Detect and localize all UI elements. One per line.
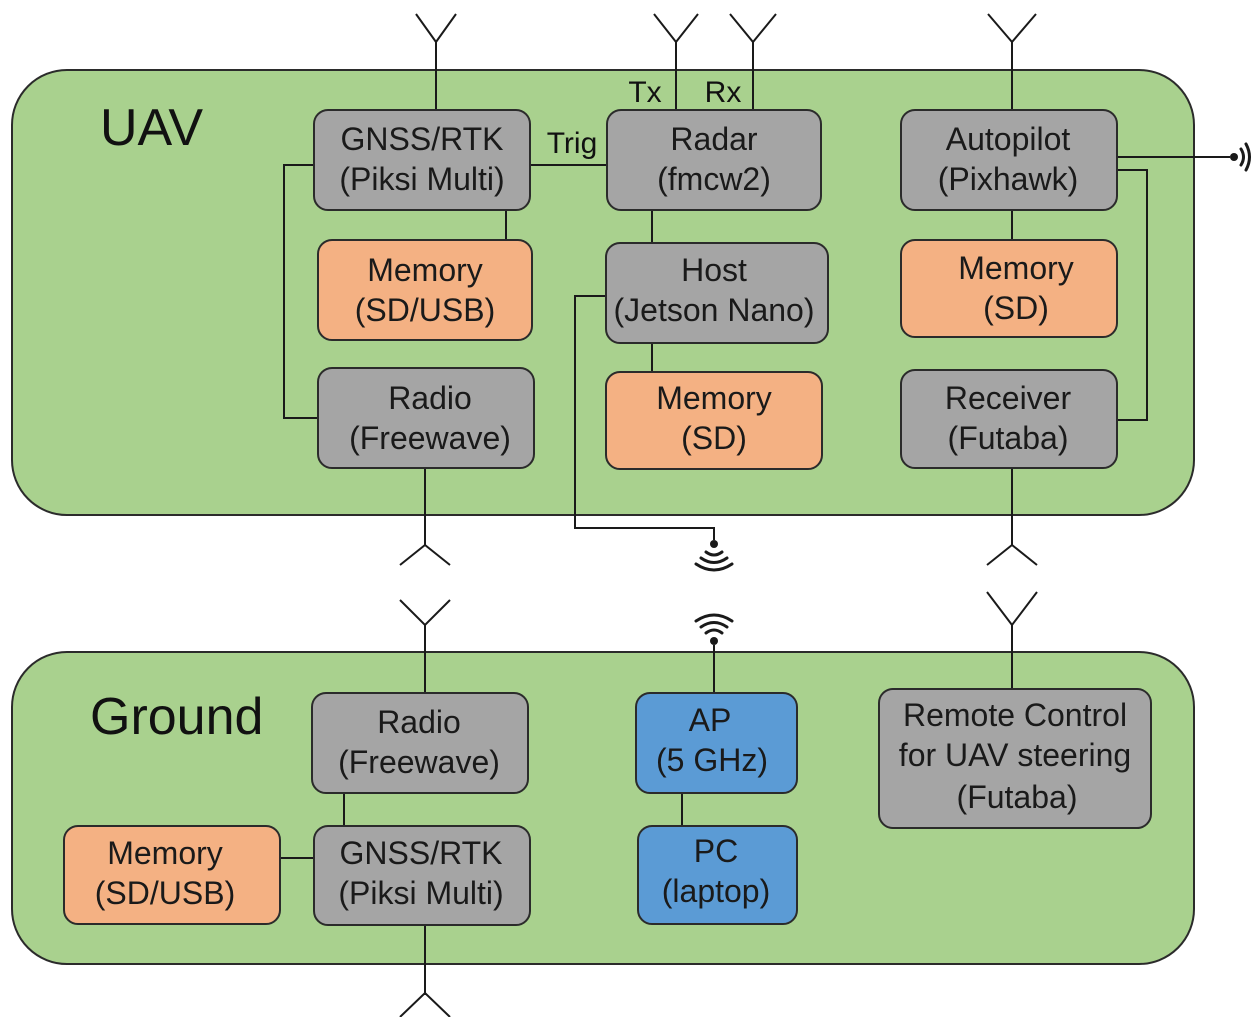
uav-gnss-box: GNSS/RTK (Piksi Multi) xyxy=(313,109,531,211)
wifi-down-icon xyxy=(694,540,734,572)
wifi-up-icon xyxy=(694,613,734,645)
tx-label: Tx xyxy=(628,76,661,109)
ground-ap-line2: (5 GHz) xyxy=(656,742,768,778)
ground-radio-box: Radio (Freewave) xyxy=(311,692,529,794)
uav-radio-line1: Radio xyxy=(388,380,472,416)
uav-radio-box: Radio (Freewave) xyxy=(317,367,535,469)
uav-gnss-memory-box: Memory (SD/USB) xyxy=(317,239,533,341)
uav-connections xyxy=(283,42,1230,545)
ground-gnss-line1: GNSS/RTK xyxy=(340,835,503,871)
uav-autopilot-memory-box: Memory (SD) xyxy=(900,239,1118,338)
uav-radio-line2: (Freewave) xyxy=(349,420,511,456)
uav-host-memory-line1: Memory xyxy=(656,380,772,416)
ground-gnss-box: GNSS/RTK (Piksi Multi) xyxy=(313,825,531,926)
ground-memory-line1: Memory xyxy=(107,835,223,871)
ground-connections xyxy=(280,625,1013,995)
uav-autopilot-box: Autopilot (Pixhawk) xyxy=(900,109,1118,211)
ground-radio-line2: (Freewave) xyxy=(338,744,500,780)
ground-remote-control-box: Remote Control for UAV steering (Futaba) xyxy=(878,688,1152,829)
ground-remote-line1: Remote Control xyxy=(903,697,1127,733)
uav-title: UAV xyxy=(100,99,203,157)
uav-host-memory-line2: (SD) xyxy=(681,420,747,456)
ground-remote-line3: (Futaba) xyxy=(957,779,1078,815)
uav-autopilot-line1: Autopilot xyxy=(946,121,1071,157)
ground-gnss-line2: (Piksi Multi) xyxy=(338,875,503,911)
uav-gnss-memory-line2: (SD/USB) xyxy=(355,292,495,328)
uav-autopilot-memory-line2: (SD) xyxy=(983,290,1049,326)
uav-gnss-memory-line1: Memory xyxy=(367,252,483,288)
uav-radar-box: Radar (fmcw2) xyxy=(606,109,822,211)
uav-autopilot-memory-line1: Memory xyxy=(958,250,1074,286)
ground-radio-line1: Radio xyxy=(377,704,461,740)
uav-receiver-box: Receiver (Futaba) xyxy=(900,369,1118,469)
uav-host-line1: Host xyxy=(681,252,747,288)
ground-pc-line2: (laptop) xyxy=(662,873,771,909)
uav-host-box: Host (Jetson Nano) xyxy=(605,242,829,344)
uav-gnss-line2: (Piksi Multi) xyxy=(339,161,504,197)
uav-host-line2: (Jetson Nano) xyxy=(614,292,815,328)
antenna-icon xyxy=(399,13,1038,1017)
uav-receiver-line1: Receiver xyxy=(945,380,1072,416)
ground-memory-line2: (SD/USB) xyxy=(95,875,235,911)
uav-panel xyxy=(11,69,1195,516)
ground-memory-box: Memory (SD/USB) xyxy=(63,825,281,925)
ground-pc-box: PC (laptop) xyxy=(637,825,798,925)
uav-autopilot-line2: (Pixhawk) xyxy=(938,161,1078,197)
rx-label: Rx xyxy=(705,76,742,109)
ground-remote-line2: for UAV steering xyxy=(899,737,1131,773)
uav-gnss-line1: GNSS/RTK xyxy=(341,121,504,157)
uav-host-memory-box: Memory (SD) xyxy=(605,371,823,470)
ground-pc-line1: PC xyxy=(694,833,738,869)
uav-receiver-line2: (Futaba) xyxy=(948,420,1069,456)
ground-ap-box: AP (5 GHz) xyxy=(635,692,798,794)
trig-label: Trig xyxy=(547,127,598,160)
ground-ap-line1: AP xyxy=(689,702,732,738)
uav-radar-line2: (fmcw2) xyxy=(657,161,771,197)
telemetry-wifi-icon xyxy=(1230,142,1251,172)
ground-title: Ground xyxy=(90,688,263,746)
uav-radar-line1: Radar xyxy=(670,121,758,157)
